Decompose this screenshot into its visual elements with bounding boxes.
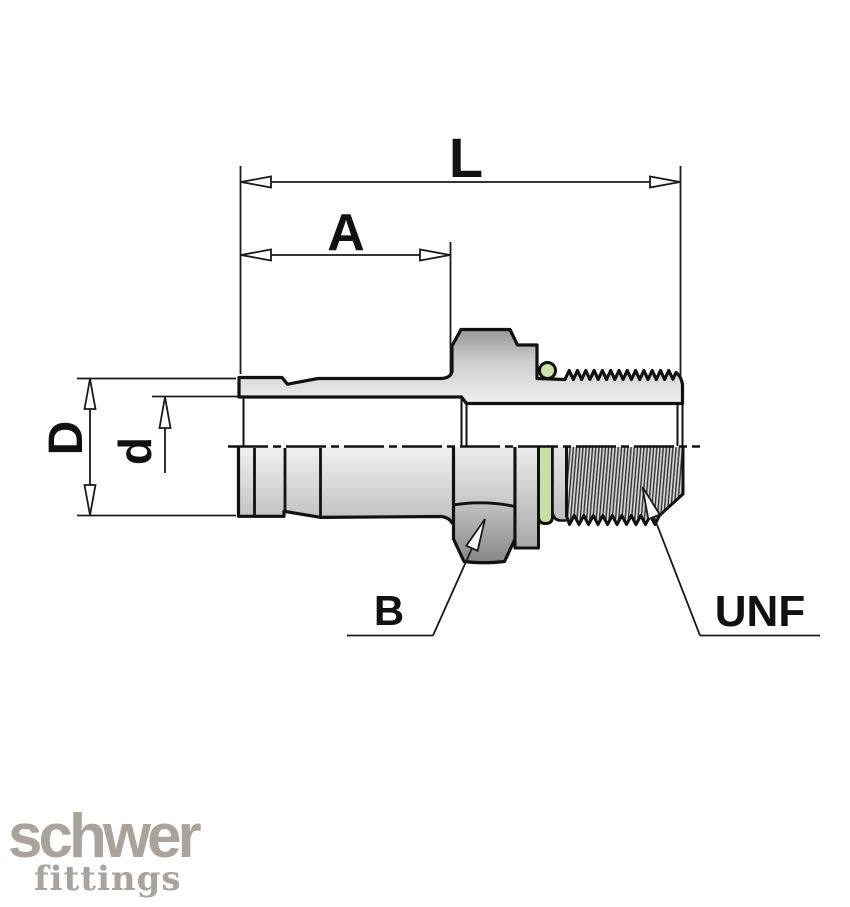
callout-B-leader bbox=[432, 547, 473, 636]
thread-band-hatched bbox=[566, 447, 683, 525]
body-lower-outline bbox=[236, 447, 454, 525]
label-D: D bbox=[40, 421, 93, 456]
thread-runout-outline bbox=[551, 447, 567, 522]
label-d: d bbox=[109, 437, 161, 465]
dim-d-arrow bbox=[158, 396, 172, 429]
callout-UNF-arrow bbox=[641, 486, 662, 521]
callout-B bbox=[347, 518, 486, 637]
label-B: B bbox=[374, 587, 404, 634]
body-lower-fill bbox=[238, 447, 453, 524]
label-UNF: UNF bbox=[715, 587, 805, 636]
o-ring-band-fill bbox=[538, 447, 553, 524]
o-ring-band-outline bbox=[537, 447, 554, 525]
callout-UNF-leader bbox=[653, 516, 701, 636]
dimension-L bbox=[239, 166, 682, 380]
dim-A-arrow-left bbox=[240, 248, 272, 262]
thread-runout-fill bbox=[552, 447, 567, 521]
dim-D-arrow-top bbox=[83, 378, 97, 410]
brand-logo-name: schwer bbox=[8, 802, 202, 871]
brand-logo-tagline: fittings bbox=[34, 859, 182, 899]
brand-logo: schwer fittings bbox=[8, 802, 202, 899]
o-ring-section-circle bbox=[538, 361, 557, 380]
dimension-A bbox=[240, 242, 452, 374]
hex-nut-outline bbox=[451, 447, 517, 565]
dim-A-arrow-right bbox=[419, 248, 451, 262]
dim-L-arrow-left bbox=[240, 175, 272, 189]
dimension-D bbox=[77, 377, 236, 517]
hex-nut-chamfer-zone bbox=[453, 503, 515, 563]
callout-UNF bbox=[641, 486, 820, 637]
label-L: L bbox=[449, 126, 483, 189]
label-A: A bbox=[327, 204, 365, 262]
hex-facet-line bbox=[453, 501, 516, 508]
dimension-d bbox=[152, 395, 238, 473]
body-upper-section bbox=[237, 327, 685, 406]
dim-D-arrow-bottom bbox=[83, 484, 97, 516]
dim-L-arrow-right bbox=[649, 175, 681, 189]
callout-B-arrow bbox=[464, 518, 486, 552]
collar-fill bbox=[515, 447, 539, 548]
